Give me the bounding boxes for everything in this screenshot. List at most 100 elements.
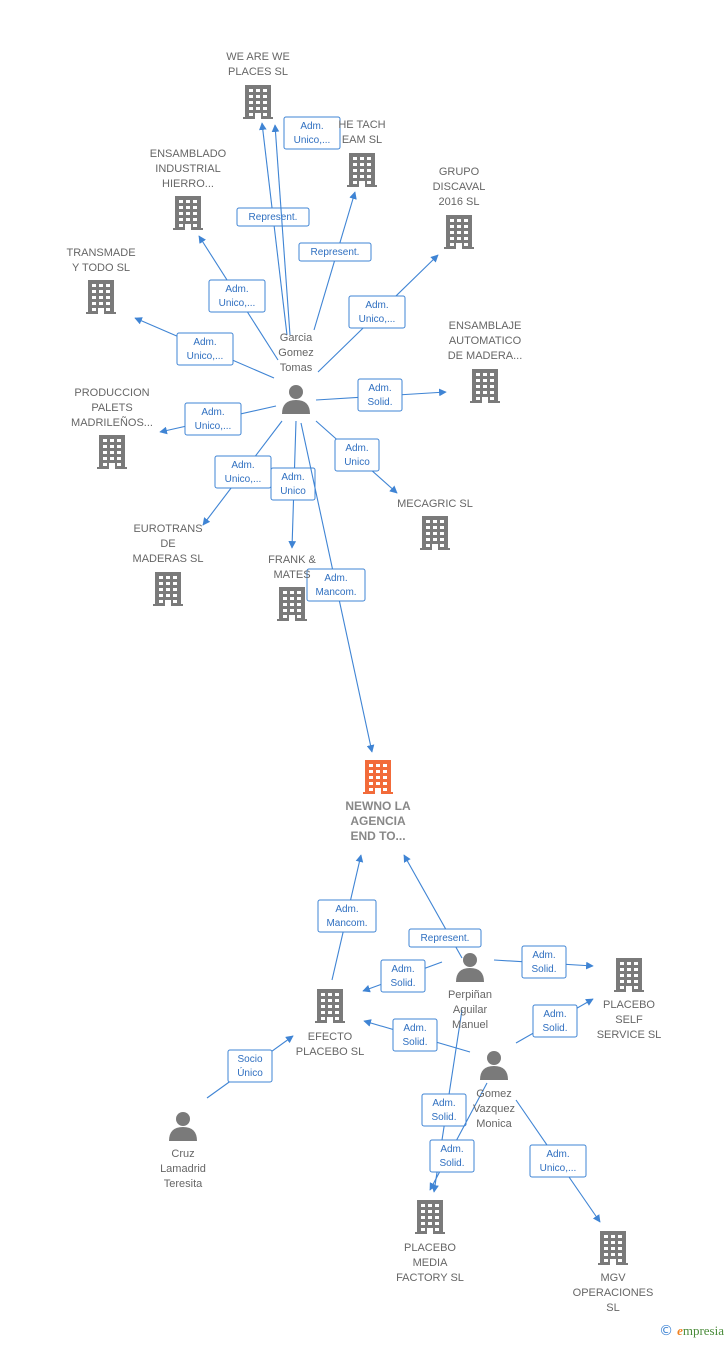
edge-garcia-to-ensauto[interactable]: Adm.Solid. <box>315 378 447 412</box>
edge-label-box[interactable] <box>334 438 380 472</box>
edge-label-text: Solid. <box>431 1112 456 1123</box>
edge-garcia-to-newno[interactable]: Adm.Mancom. <box>300 422 375 753</box>
node-label: Garcia <box>280 332 313 344</box>
edge-label-box[interactable] <box>208 279 266 313</box>
building-icon[interactable] <box>173 196 203 230</box>
edge-perpinan-to-newno[interactable]: Represent. <box>403 854 482 959</box>
edge-label-box[interactable] <box>348 295 406 329</box>
building-icon[interactable] <box>347 153 377 187</box>
edge-label-box[interactable] <box>270 467 316 501</box>
edge-label-box[interactable] <box>429 1139 475 1173</box>
edge-label-text: Adm. <box>231 460 254 471</box>
edge-label-box[interactable] <box>408 928 482 948</box>
person-icon[interactable] <box>456 953 484 982</box>
edge-label-box[interactable] <box>317 899 377 933</box>
edge-label-box[interactable] <box>392 1018 438 1052</box>
person-icon[interactable] <box>480 1051 508 1080</box>
edge-label-box[interactable] <box>184 402 242 436</box>
edge-gomezv-to-efecto[interactable]: Adm.Solid. <box>363 1018 471 1053</box>
edge-gomezv-to-placeboself[interactable]: Adm.Solid. <box>515 998 594 1044</box>
building-icon[interactable] <box>97 435 127 469</box>
building-icon[interactable] <box>614 958 644 992</box>
edge-label-text: Adm. <box>403 1023 426 1034</box>
node-mecagric[interactable]: MECAGRIC SL <box>397 498 473 550</box>
edge-label-box[interactable] <box>298 242 372 262</box>
edge-gomezv-to-mgv[interactable]: Adm.Unico,... <box>515 1099 601 1223</box>
main-company-icon[interactable] <box>363 760 393 794</box>
edge-label-box[interactable] <box>176 332 234 366</box>
edge-garcia-to-transmade[interactable]: Adm.Unico,... <box>134 317 275 379</box>
edge-label-box[interactable] <box>521 945 567 979</box>
person-icon[interactable] <box>169 1112 197 1141</box>
node-ensind[interactable]: ENSAMBLADOINDUSTRIALHIERRO... <box>150 148 227 230</box>
edge-garcia-to-ensind[interactable]: Adm.Unico,... <box>198 235 279 361</box>
edge-arrow <box>271 124 291 336</box>
node-frank[interactable]: FRANK &MATES <box>268 554 316 621</box>
edge-label-box[interactable] <box>380 959 426 993</box>
edge-perpinan-to-efecto[interactable]: Adm.Solid. <box>362 959 443 993</box>
edge-efecto-to-newno[interactable]: Adm.Mancom. <box>317 854 377 981</box>
node-label: PLACEBO <box>404 1242 456 1254</box>
edge-label-box[interactable] <box>283 116 341 150</box>
edge-label-text: Solid. <box>390 978 415 989</box>
building-icon[interactable] <box>315 989 345 1023</box>
edge-garcia-to-mecagric[interactable]: Adm.Unico <box>315 420 398 494</box>
edge-label-text: Adm. <box>440 1144 463 1155</box>
edge-garcia-to-weare[interactable]: Adm.Unico,... <box>271 116 341 336</box>
edge-label-box[interactable] <box>532 1004 578 1038</box>
node-label: END TO... <box>350 829 405 843</box>
building-icon[interactable] <box>153 572 183 606</box>
person-icon[interactable] <box>282 385 310 414</box>
node-produccion[interactable]: PRODUCCIONPALETSMADRILEÑOS... <box>71 387 153 469</box>
edge-garcia-to-grupo[interactable]: Adm.Unico,... <box>317 254 439 373</box>
edge-label-box[interactable] <box>306 568 366 602</box>
building-icon[interactable] <box>415 1200 445 1234</box>
empresia-brand[interactable]: ©empresia <box>659 1323 724 1339</box>
edge-label-box[interactable] <box>529 1144 587 1178</box>
building-icon[interactable] <box>470 369 500 403</box>
edge-label-box[interactable] <box>357 378 403 412</box>
edge-arrow <box>258 122 288 336</box>
node-label: MGV <box>600 1272 626 1284</box>
edge-label-text: Adm. <box>365 300 388 311</box>
edge-label-box[interactable] <box>236 207 310 227</box>
edge-label-text: Solid. <box>367 397 392 408</box>
edge-garcia-to-eurotrans[interactable]: Adm.Unico,... <box>202 420 283 526</box>
building-icon[interactable] <box>420 516 450 550</box>
edge-gomezv-to-placebomedia[interactable]: Adm. Solid. <box>429 1082 488 1191</box>
node-label: Aguilar <box>453 1004 488 1016</box>
edge-garcia-to-frank[interactable]: Adm.Unico <box>270 420 316 549</box>
edge-garcia-to-thetach[interactable]: Represent. <box>298 191 372 331</box>
building-icon[interactable] <box>444 215 474 249</box>
node-label: AUTOMATICO <box>449 335 522 347</box>
building-icon[interactable] <box>243 85 273 119</box>
edge-label-box[interactable] <box>421 1093 467 1127</box>
edge-label-text: Unico,... <box>187 351 224 362</box>
edge-label-box[interactable] <box>227 1049 273 1083</box>
node-label: SELF <box>615 1014 643 1026</box>
node-label: WE ARE WE <box>226 51 290 63</box>
building-icon[interactable] <box>86 280 116 314</box>
edge-perpinan-to-placeboself[interactable]: Adm.Solid. <box>493 945 594 979</box>
building-icon[interactable] <box>598 1231 628 1265</box>
edge-garcia-to-weare[interactable]: Represent. <box>236 122 310 336</box>
edge-garcia-to-produccion[interactable]: Adm.Unico,... <box>159 402 277 436</box>
building-icon[interactable] <box>277 587 307 621</box>
node-label: 2016 SL <box>439 196 480 208</box>
